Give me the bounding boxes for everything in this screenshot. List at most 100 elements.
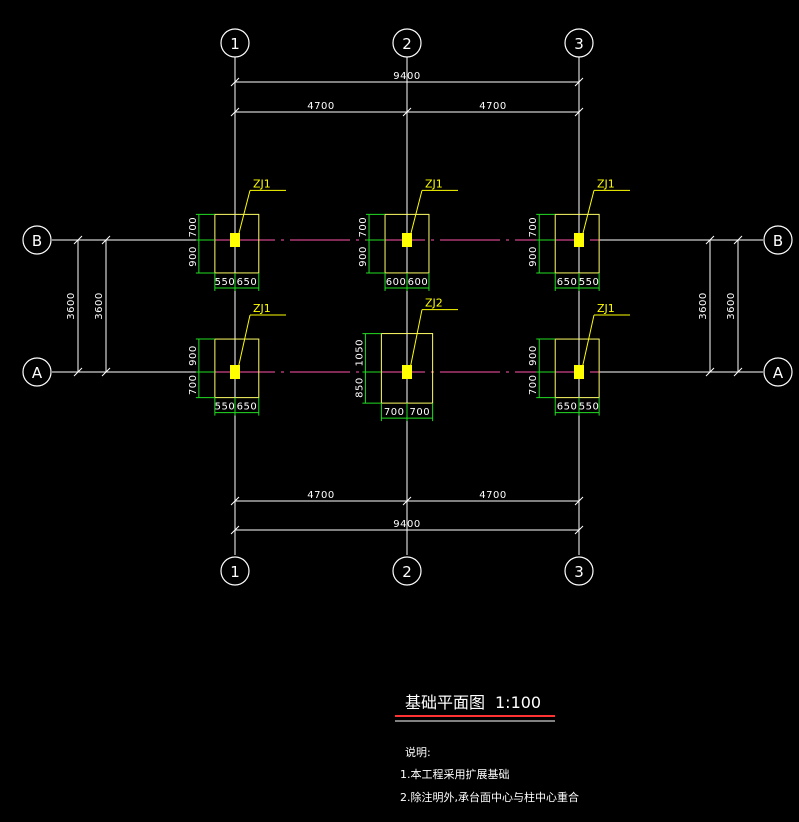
- footing-bottom-left-b3: 650: [557, 277, 578, 288]
- side-dimensions: [73, 235, 743, 377]
- top-tick-3b: [574, 107, 584, 117]
- axis-label-1-top: 1: [230, 35, 240, 53]
- footing-outline-a3: [554, 338, 600, 399]
- footing-label-a2: ZJ2: [425, 297, 443, 310]
- axis-label-b-left: B: [32, 232, 42, 250]
- top-total-dim: 9400: [393, 71, 420, 82]
- column-b2: [402, 233, 412, 247]
- footing-side-top-a2: 1050: [354, 339, 365, 366]
- footing-bottom-right-b3: 550: [579, 277, 600, 288]
- footing-side-bottom-b1: 900: [188, 246, 199, 267]
- footing-side-bottom-a1: 700: [188, 375, 199, 396]
- left-outer-dim: 3600: [66, 292, 77, 319]
- footing-leader-a3: [581, 314, 595, 370]
- axis-bubble-1-top: [220, 28, 250, 58]
- axis-label-b-right: B: [773, 232, 783, 250]
- axis-bubble-b-left: [22, 225, 52, 255]
- footing-leader-b3: [581, 190, 595, 238]
- axis-bubble-1-bottom: [220, 556, 250, 586]
- axis-label-2-top: 2: [402, 35, 412, 53]
- footing-side-top-a1: 900: [188, 345, 199, 366]
- column-a1: [230, 365, 240, 379]
- footing-bottom-right-b1: 650: [237, 277, 258, 288]
- drawing-scale: 1:100: [495, 693, 541, 712]
- footing-side-bottom-b2: 900: [358, 246, 369, 267]
- note-item-1: 1.本工程采用扩展基础: [400, 767, 510, 781]
- right-inner-dim: 3600: [698, 292, 709, 319]
- bottom-tick-1a: [230, 496, 240, 506]
- footing-side-bottom-b3: 900: [528, 246, 539, 267]
- axis-label-a-right: A: [773, 364, 784, 382]
- bottom-total-dim: 9400: [393, 519, 420, 530]
- top-tick-1a: [230, 77, 240, 87]
- footing-bottom-left-a3: 650: [557, 402, 578, 413]
- footing-label-b3: ZJ1: [597, 177, 615, 190]
- bottom-tick-1b: [230, 525, 240, 535]
- bottom-tick-2a: [402, 496, 412, 506]
- top-span-dim-1: 4700: [307, 101, 334, 112]
- footing-label-b1: ZJ1: [253, 177, 271, 190]
- axis-bubble-2-top: [392, 28, 422, 58]
- right-inner-tick-b: [705, 235, 715, 245]
- footing-outline-a1: [214, 338, 260, 399]
- bottom-span-dim-2: 4700: [479, 490, 506, 501]
- footing-bottom-left-b1: 550: [215, 277, 236, 288]
- right-outer-tick-a: [733, 367, 743, 377]
- right-inner-tick-a: [705, 367, 715, 377]
- left-inner-tick-b: [101, 235, 111, 245]
- axis-bubble-3-bottom: [564, 556, 594, 586]
- footing-side-bottom-a3: 700: [528, 375, 539, 396]
- column-a2: [402, 365, 412, 379]
- column-b1: [230, 233, 240, 247]
- footing-bottom-right-b2: 600: [408, 277, 429, 288]
- notes-heading: 说明:: [405, 745, 431, 759]
- axis-bubble-b-right: [763, 225, 793, 255]
- bottom-dimensions: [230, 496, 584, 535]
- axis-label-1-bottom: 1: [230, 563, 240, 581]
- footing-bottom-left-a2: 700: [384, 407, 405, 418]
- left-inner-dim: 3600: [94, 292, 105, 319]
- footing-bottom-left-a1: 550: [215, 402, 236, 413]
- right-outer-tick-b: [733, 235, 743, 245]
- note-item-2: 2.除注明外,承台面中心与柱中心重合: [400, 790, 579, 804]
- footing-leader-a2: [409, 309, 423, 370]
- axis-bubbles: [22, 28, 793, 586]
- top-tick-2b: [402, 107, 412, 117]
- footing-label-a3: ZJ1: [597, 302, 615, 315]
- axis-label-2-bottom: 2: [402, 563, 412, 581]
- footing-side-top-a3: 900: [528, 345, 539, 366]
- axis-label-3-bottom: 3: [574, 563, 584, 581]
- column-a3: [574, 365, 584, 379]
- footing-outline-b3: [554, 213, 600, 274]
- drawing-title: 基础平面图: [405, 693, 485, 712]
- footing-leader-b1: [237, 190, 251, 238]
- footing-bottom-right-a2: 700: [410, 407, 431, 418]
- footing-bottom-right-a1: 650: [237, 402, 258, 413]
- left-outer-tick-a: [73, 367, 83, 377]
- footing-label-a1: ZJ1: [253, 302, 271, 315]
- right-outer-dim: 3600: [726, 292, 737, 319]
- footing-bottom-left-b2: 600: [386, 277, 407, 288]
- axis-label-a-left: A: [32, 364, 43, 382]
- footing-bottom-right-a3: 550: [579, 402, 600, 413]
- axis-label-3-top: 3: [574, 35, 584, 53]
- bottom-tick-3b: [574, 525, 584, 535]
- top-dimensions: [230, 77, 584, 117]
- footing-leader-a1: [237, 314, 251, 370]
- footing-side-bottom-a2: 850: [354, 377, 365, 398]
- bottom-tick-3a: [574, 496, 584, 506]
- column-b3: [574, 233, 584, 247]
- bottom-span-dim-1: 4700: [307, 490, 334, 501]
- left-outer-tick-b: [73, 235, 83, 245]
- footing-outline-b1: [214, 213, 260, 274]
- axis-grid-lines: [52, 57, 763, 555]
- top-span-dim-2: 4700: [479, 101, 506, 112]
- axis-bubble-2-bottom: [392, 556, 422, 586]
- footing-side-top-b3: 700: [528, 217, 539, 238]
- axis-bubble-a-left: [22, 357, 52, 387]
- axis-bubble-a-right: [763, 357, 793, 387]
- left-inner-tick-a: [101, 367, 111, 377]
- footing-side-top-b1: 700: [188, 217, 199, 238]
